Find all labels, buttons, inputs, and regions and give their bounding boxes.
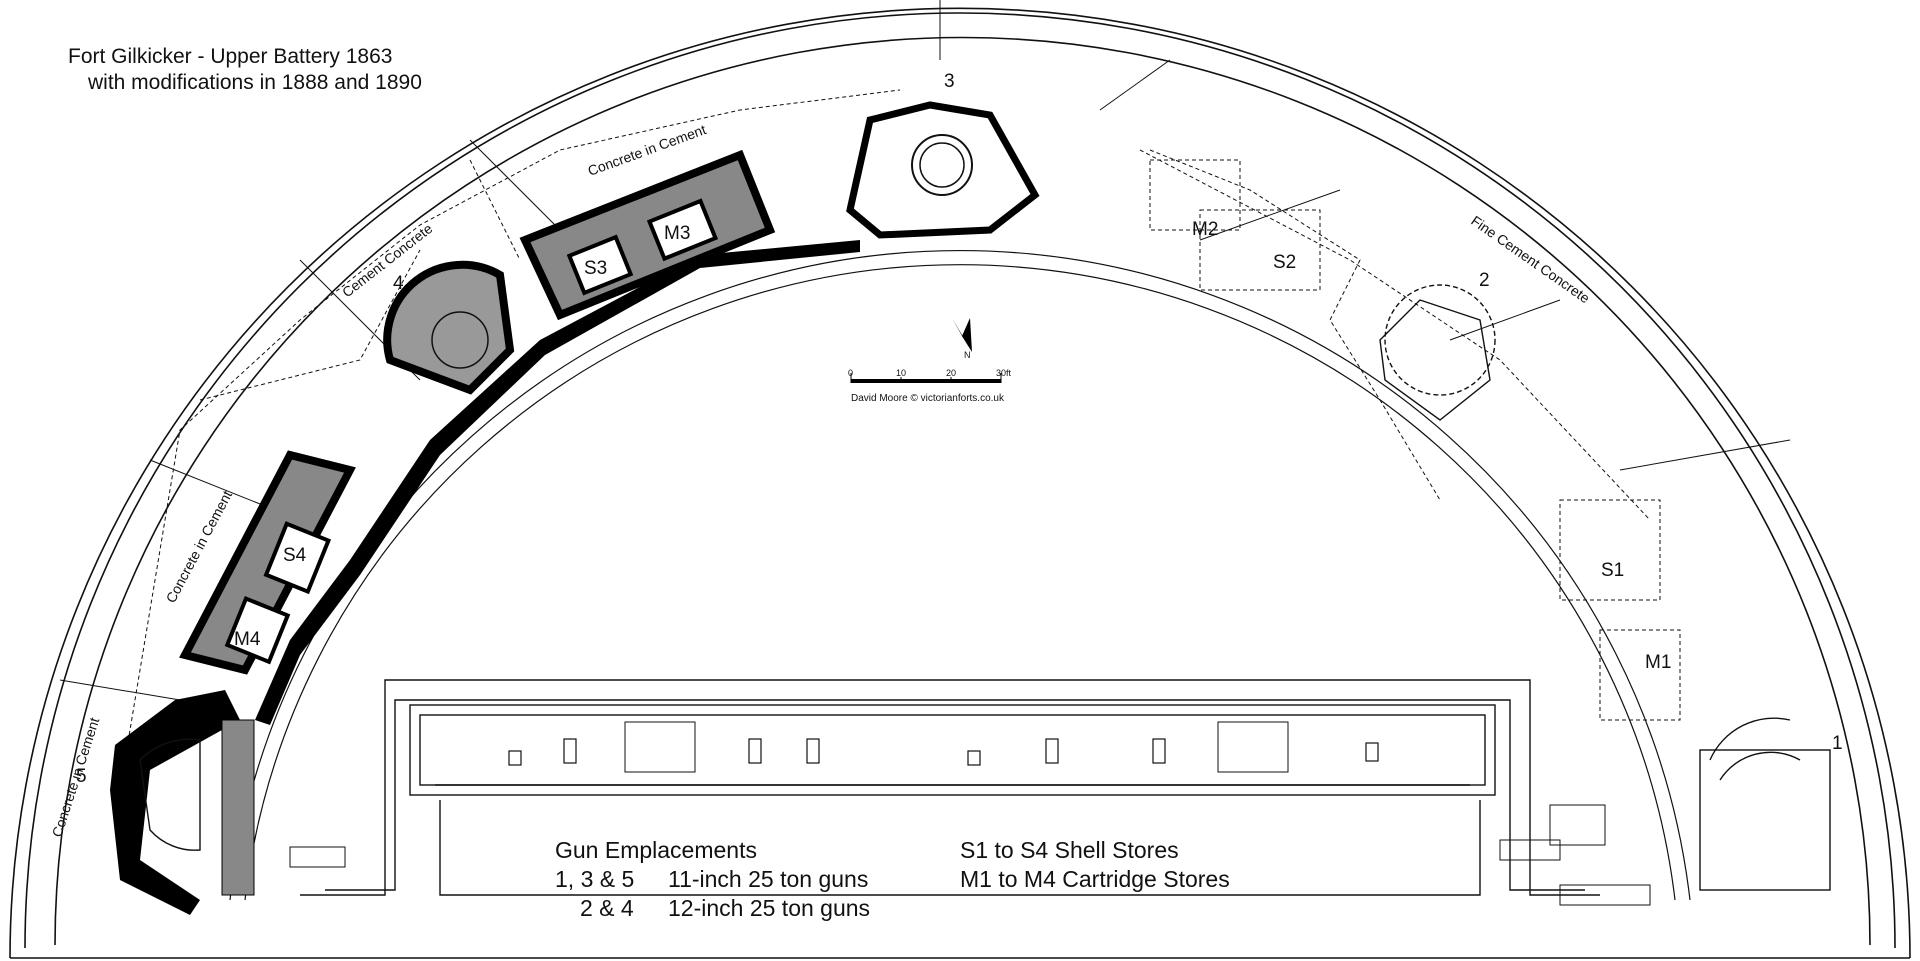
- rampart-wall: [255, 240, 860, 725]
- gun-legend-desc: 11-inch 25 ton guns: [668, 866, 869, 892]
- scale-tick-0: 0: [848, 368, 853, 378]
- gun-legend: Gun Emplacements 1, 3 & 5 11-inch 25 ton …: [555, 836, 870, 923]
- store-label-s3: S3: [584, 258, 607, 279]
- zone-label-concrete-top: Concrete in Cement: [586, 121, 709, 179]
- scale-tick-20: 20: [946, 368, 956, 378]
- magazine-block-m4-s4: [179, 450, 356, 675]
- construction-dashed-lines: [119, 89, 1681, 791]
- magazine-block-m3-s3: [519, 149, 776, 321]
- gun-legend-heading: Gun Emplacements: [555, 837, 757, 863]
- emplacement-label-1: 1: [1832, 733, 1843, 754]
- north-arrow-label: N: [964, 350, 971, 360]
- roof-vents: [508, 738, 1379, 766]
- scale-bar: 0 10 20 30ft: [848, 368, 1012, 383]
- ramp-strip: [221, 719, 255, 896]
- gun-legend-row: 2 & 4 12-inch 25 ton guns: [555, 894, 870, 923]
- store-legend-shell: S1 to S4 Shell Stores: [960, 837, 1179, 863]
- outer-parapet: [9, 7, 1911, 959]
- emplacement-label-2: 2: [1479, 270, 1490, 291]
- barrack-roof-outline: [300, 679, 1600, 896]
- emplacement-4-pit: [383, 260, 515, 395]
- store-label-m3: M3: [664, 223, 690, 244]
- store-label-m1: M1: [1645, 652, 1671, 673]
- ring-section-lines: [59, 0, 1791, 701]
- emplacement-5-pit: [110, 690, 240, 915]
- emplacement-label-3: 3: [944, 71, 955, 92]
- scale-tick-30: 30ft: [996, 368, 1012, 378]
- drawing-title: Fort Gilkicker - Upper Battery 1863 with…: [68, 44, 422, 96]
- scale-tick-10: 10: [896, 368, 906, 378]
- store-label-m2: M2: [1192, 219, 1218, 240]
- gun-legend-guns: 2 & 4: [580, 895, 634, 921]
- zone-label-concrete-bottom-left: Concrete in Cement: [49, 715, 103, 838]
- store-label-s1: S1: [1601, 560, 1624, 581]
- emplacement-3-pit: [846, 101, 1040, 239]
- store-label-m4: M4: [234, 629, 261, 650]
- emplacement-label-5: 5: [76, 766, 87, 787]
- store-label-s2: S2: [1273, 252, 1296, 273]
- store-legend-cartridge: M1 to M4 Cartridge Stores: [960, 866, 1230, 892]
- gun-legend-desc: 12-inch 25 ton guns: [668, 895, 871, 921]
- author-credit: David Moore © victorianforts.co.uk: [851, 393, 1004, 404]
- gun-legend-row: 1, 3 & 5 11-inch 25 ton guns: [555, 865, 870, 894]
- store-legend: S1 to S4 Shell Stores M1 to M4 Cartridge…: [960, 836, 1230, 894]
- north-arrow-icon: N: [952, 318, 972, 360]
- roof-stair-grilles: [289, 721, 1651, 906]
- emplacement-1-pit: [1699, 717, 1831, 891]
- store-label-s4: S4: [283, 545, 307, 566]
- gun-legend-guns: 1, 3 & 5: [555, 866, 635, 892]
- zone-label-fine-cement: Fine Cement Concrete: [1468, 212, 1593, 306]
- title-line-2: with modifications in 1888 and 1890: [88, 71, 422, 94]
- emplacement-2-pit: [1379, 284, 1496, 421]
- emplacement-label-4: 4: [393, 273, 404, 294]
- title-line-1: Fort Gilkicker - Upper Battery 1863: [68, 45, 393, 68]
